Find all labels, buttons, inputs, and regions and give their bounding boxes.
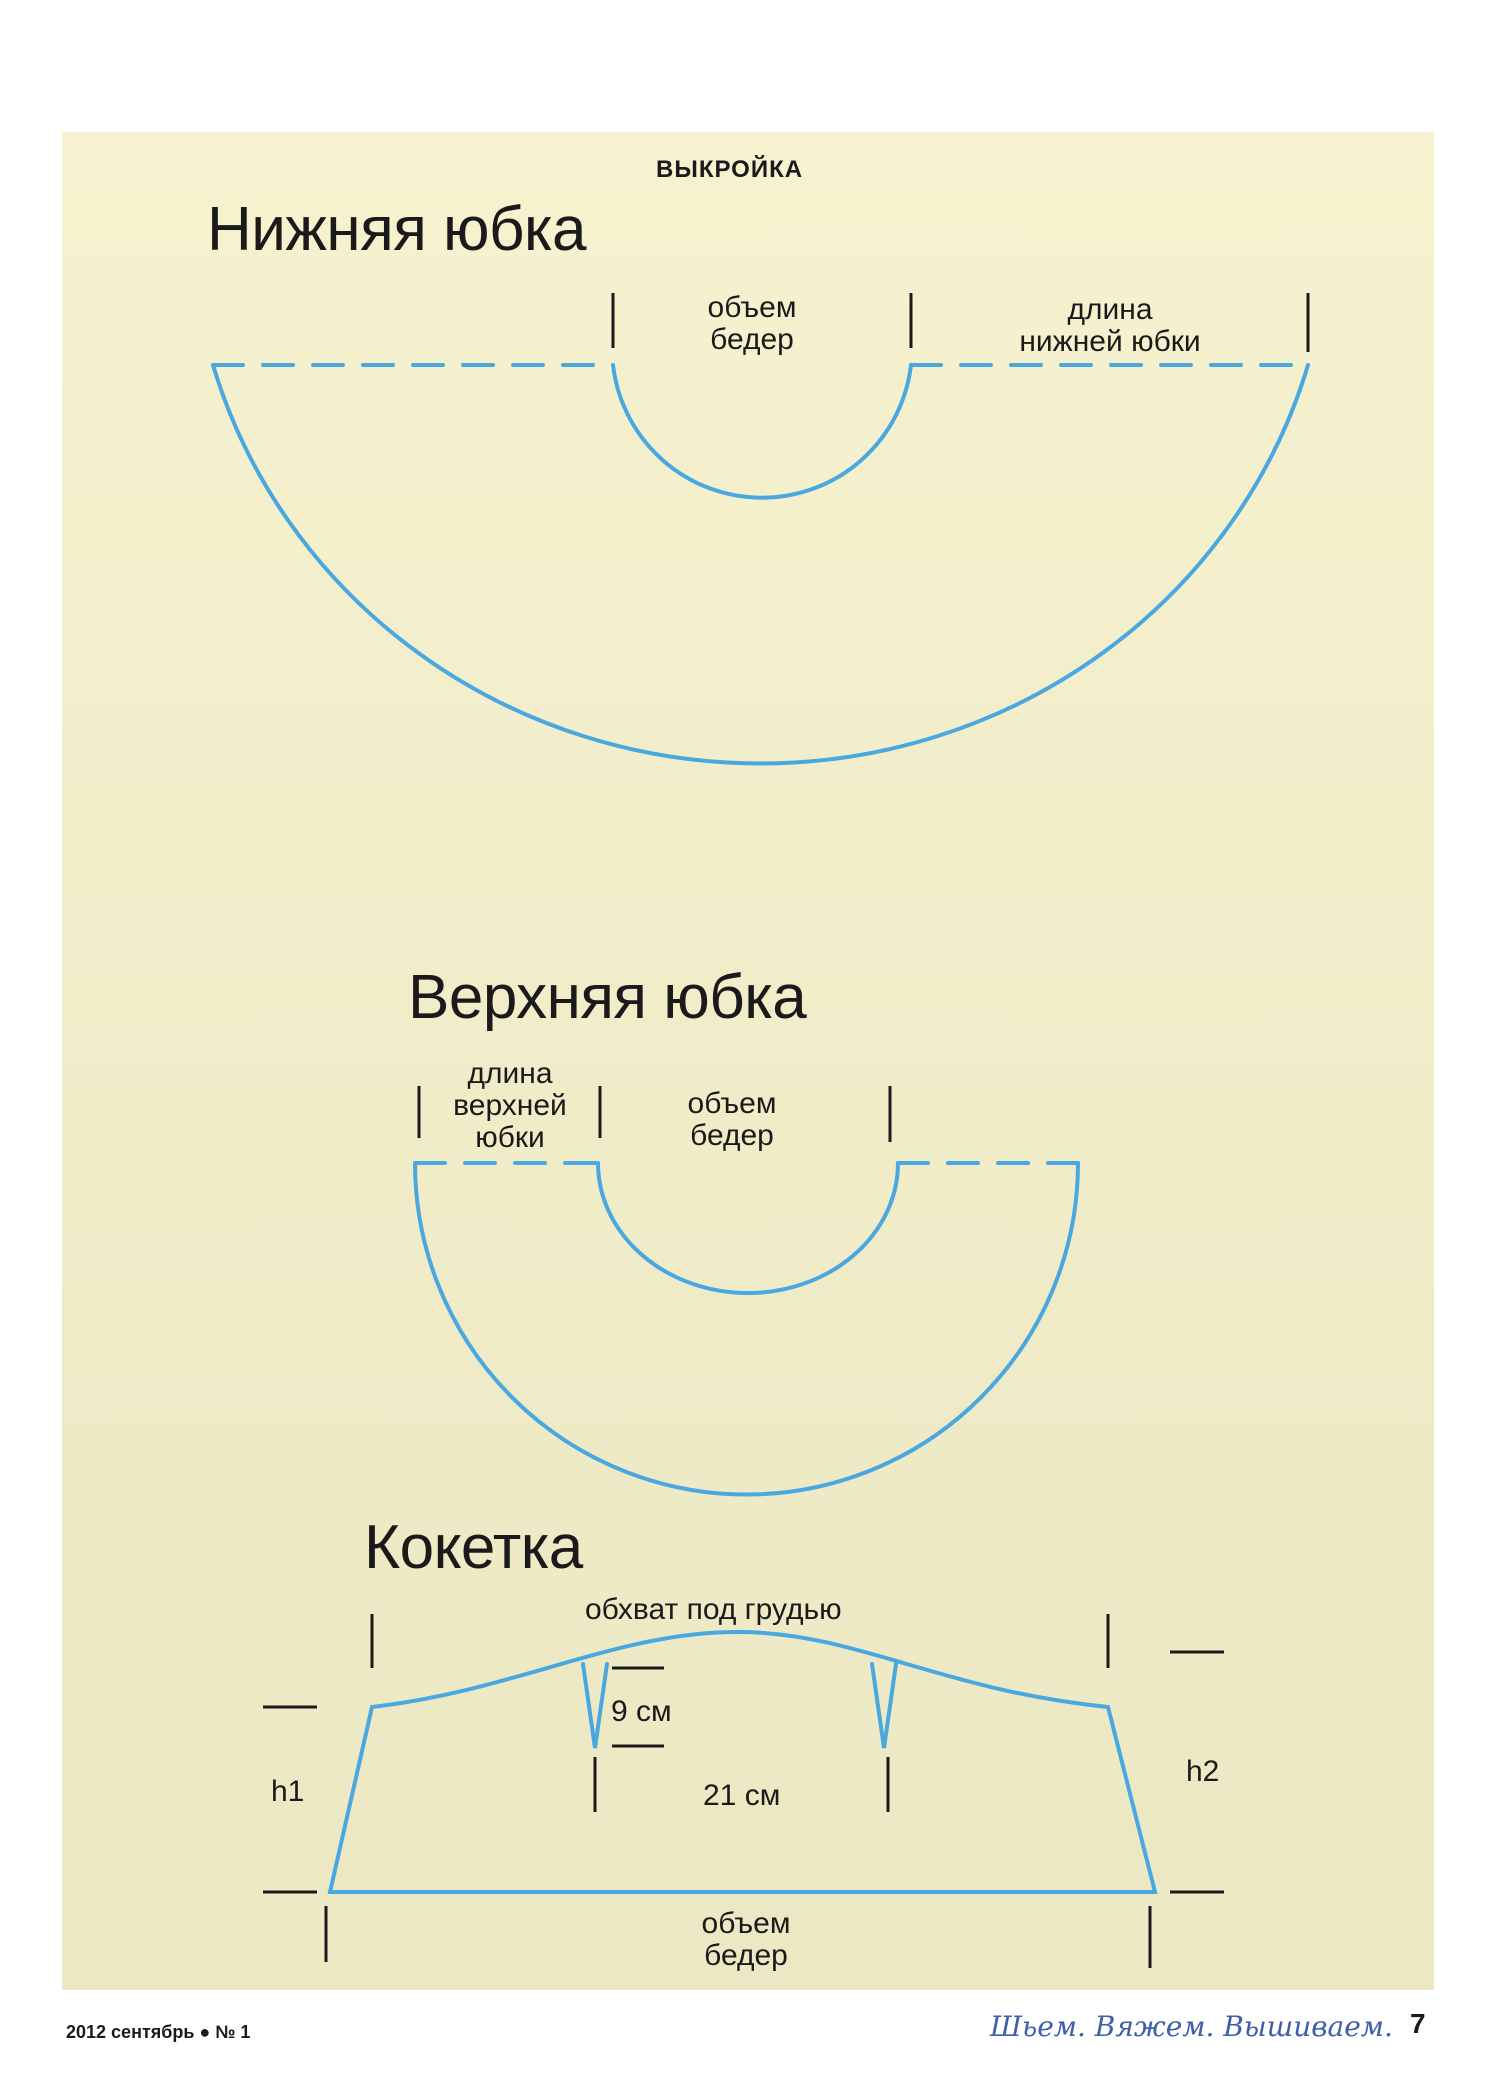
yoke-hips-label-line2: бедер bbox=[704, 1939, 788, 1972]
upper-skirt-waist-arc bbox=[596, 1161, 900, 1295]
lower-skirt-hips-label-line1: объем bbox=[707, 291, 797, 324]
yoke-underbust-label: обхват под грудью bbox=[585, 1593, 842, 1626]
yoke-outline bbox=[327, 1629, 1158, 1894]
issue-info: 2012 сентябрь ● № 1 bbox=[66, 2022, 251, 2042]
upper-skirt-length-label: длина верхней юбки bbox=[432, 1058, 588, 1154]
lower-skirt-waist-arc bbox=[611, 363, 913, 500]
paper-background bbox=[62, 132, 1434, 1990]
yoke-right-dart bbox=[870, 1662, 898, 1749]
magazine-brand: Шьем. Вяжем. Вышиваем. bbox=[990, 2010, 1393, 2043]
lower-skirt-title: Нижняя юбка bbox=[207, 195, 586, 264]
upper-skirt-length-label-line3: юбки bbox=[475, 1121, 545, 1154]
lower-skirt-hem-arc bbox=[211, 363, 1310, 766]
upper-skirt-length-label-line1: длина bbox=[467, 1057, 553, 1090]
upper-skirt-hips-label-line1: объем bbox=[687, 1087, 777, 1120]
yoke-title: Кокетка bbox=[364, 1513, 583, 1582]
lower-skirt-length-label-line2: нижней юбки bbox=[1019, 325, 1201, 358]
section-label: ВЫКРОЙКА bbox=[656, 156, 804, 183]
yoke-h2-label: h2 bbox=[1186, 1755, 1220, 1788]
lower-skirt-hips-label-line2: бедер bbox=[710, 323, 794, 356]
page-number: 7 bbox=[1410, 2008, 1426, 2039]
upper-skirt-hips-label: объем бедер bbox=[642, 1088, 822, 1152]
upper-skirt-hem-arc bbox=[413, 1161, 1080, 1497]
paper-shading bbox=[62, 132, 1434, 1990]
yoke-hips-label-line1: объем bbox=[701, 1907, 791, 1940]
upper-skirt-hips-label-line2: бедер bbox=[690, 1119, 774, 1152]
upper-skirt-title: Верхняя юбка bbox=[408, 963, 807, 1032]
yoke-dart-depth-label: 9 см bbox=[611, 1695, 672, 1728]
lower-skirt-hips-label: объем бедер bbox=[652, 292, 852, 356]
upper-skirt-length-label-line2: верхней bbox=[453, 1089, 567, 1122]
yoke-hips-label: объем бедер bbox=[656, 1908, 836, 1972]
yoke-h1-label: h1 bbox=[271, 1775, 305, 1808]
lower-skirt-length-label-line1: длина bbox=[1067, 293, 1153, 326]
yoke-dart-spacing-label: 21 см bbox=[703, 1779, 781, 1812]
yoke-left-dart bbox=[581, 1662, 609, 1749]
lower-skirt-length-label: длина нижней юбки bbox=[990, 294, 1230, 358]
